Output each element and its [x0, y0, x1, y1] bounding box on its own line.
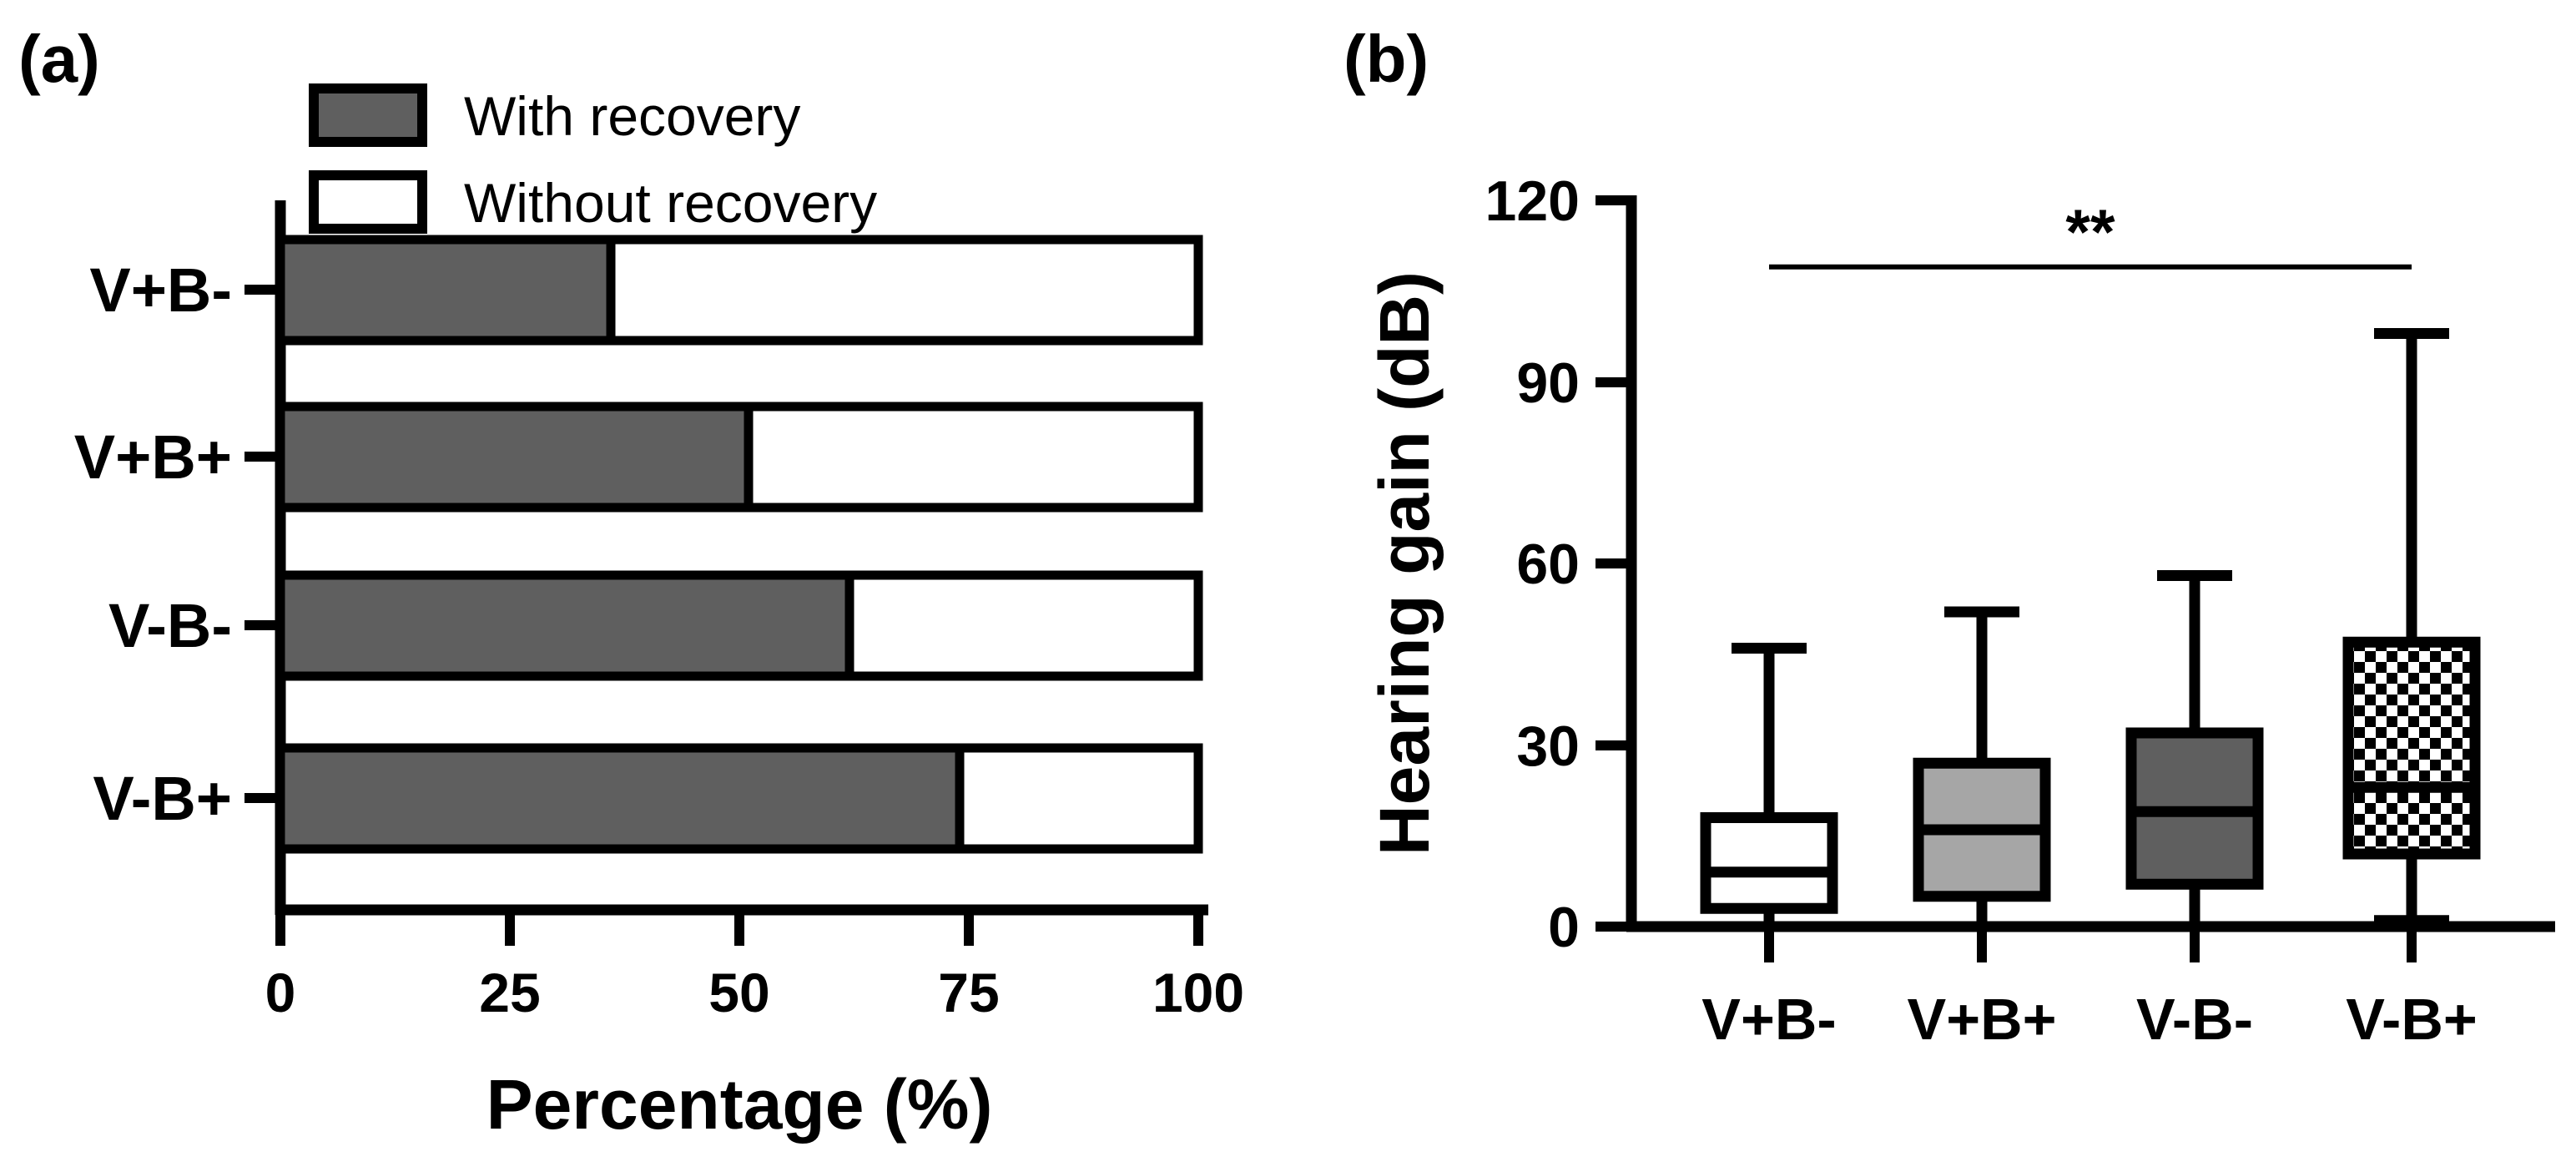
cat-label-4: V-B+	[93, 764, 232, 833]
panel-a-legend: With recovery Without recovery	[309, 83, 877, 234]
legend-label-with-recovery: With recovery	[464, 85, 800, 147]
legend-swatch-without-recovery	[309, 170, 427, 234]
box-V+B-	[1700, 812, 1838, 914]
panel-b-letter: (b)	[1343, 22, 1429, 96]
b-cat-label-3: V-B-	[2136, 987, 2253, 1052]
b-cat-label-4: V-B+	[2346, 987, 2478, 1052]
y-tick-label-120: 120	[1485, 169, 1580, 233]
panel-b-y-ticks: 0 30 60 90 120	[1485, 169, 1631, 959]
bar-segment-with-recovery-V+B+	[275, 402, 754, 513]
bar-segment-with-recovery-V-B+	[275, 743, 965, 854]
bar-segment-with-recovery-V+B-	[275, 235, 616, 346]
panel-b-significance: **	[1769, 197, 2412, 270]
bar-segment-without-recovery-V-B-	[844, 570, 1203, 681]
x-tick-label-25: 25	[479, 962, 540, 1023]
bar-segment-without-recovery-V-B+	[955, 743, 1203, 854]
cat-label-1: V+B-	[89, 255, 232, 325]
panel-b-y-axis-title: Hearing gain (dB)	[1365, 271, 1444, 856]
x-tick-label-0: 0	[265, 962, 296, 1023]
y-tick-label-0: 0	[1548, 896, 1580, 959]
panel-a-bars	[275, 235, 1203, 854]
panel-a-x-ticks: 0 25 50 75 100	[265, 910, 1244, 1023]
legend-label-without-recovery: Without recovery	[464, 172, 877, 234]
cat-label-3: V-B-	[108, 591, 232, 660]
panel-b-boxes	[1700, 328, 2481, 932]
bar-segment-without-recovery-V+B+	[744, 402, 1203, 513]
x-tick-label-75: 75	[938, 962, 999, 1023]
panel-a: (a) With recovery Without recovery 0 25	[18, 22, 1244, 1144]
legend-swatch-with-recovery	[309, 83, 427, 147]
panel-b-category-axis: V+B- V+B+ V-B- V-B+	[1701, 927, 2478, 1052]
panel-a-x-axis-title: Percentage (%)	[486, 1065, 993, 1144]
y-tick-label-30: 30	[1516, 715, 1580, 778]
bar-segment-without-recovery-V+B-	[606, 235, 1203, 346]
b-cat-label-1: V+B-	[1701, 987, 1836, 1052]
cat-label-2: V+B+	[74, 422, 232, 492]
y-tick-label-90: 90	[1516, 351, 1580, 415]
panel-a-letter: (a)	[18, 22, 100, 96]
y-tick-label-60: 60	[1516, 533, 1580, 596]
bar-segment-with-recovery-V-B-	[275, 570, 854, 681]
b-cat-label-2: V+B+	[1908, 987, 2057, 1052]
x-tick-label-50: 50	[708, 962, 769, 1023]
significance-label: **	[2065, 197, 2115, 268]
panel-a-category-axis: V+B- V+B+ V-B- V-B+	[74, 255, 280, 833]
panel-b: (b) 0 30 60 90 120 Hearing gain (dB)	[1343, 22, 2555, 1052]
x-tick-label-100: 100	[1152, 962, 1244, 1023]
box-V-B+	[2342, 636, 2481, 860]
